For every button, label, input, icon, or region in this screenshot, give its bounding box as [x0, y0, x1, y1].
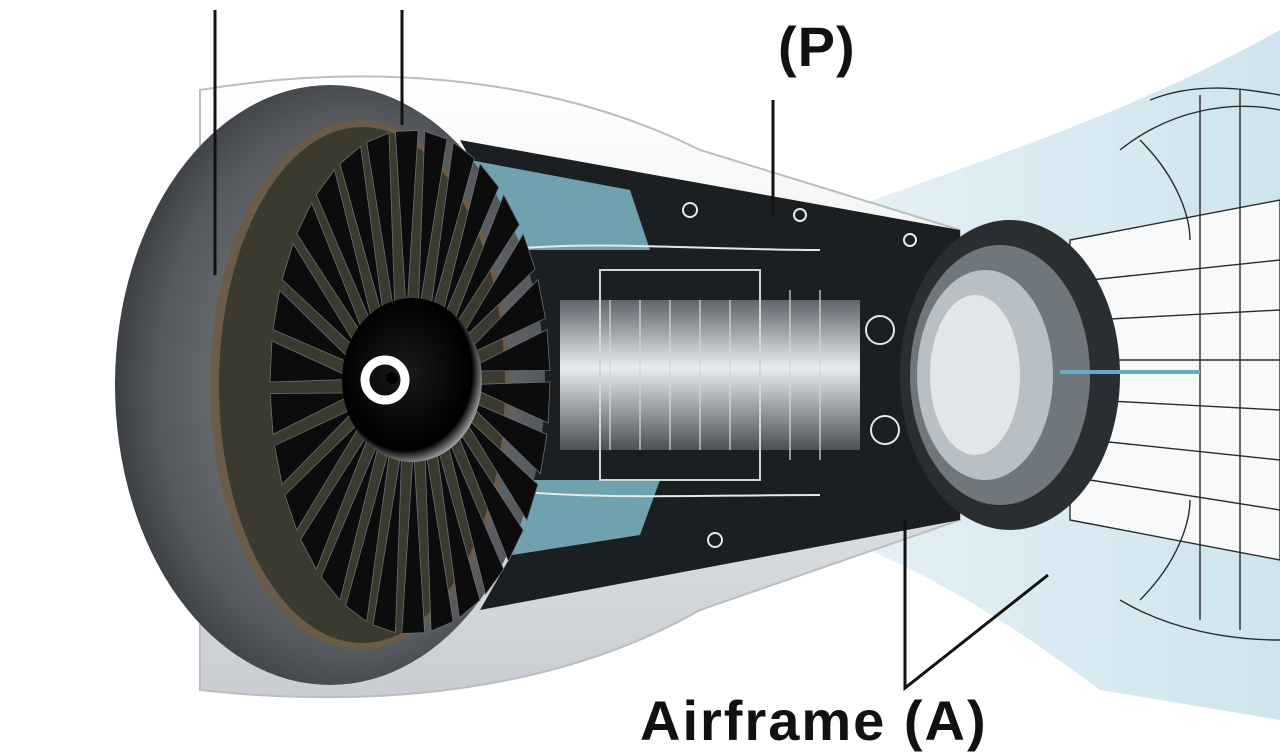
spiral-spinner-icon — [360, 355, 410, 405]
cutaway-section — [460, 140, 960, 610]
fan-blade — [424, 444, 454, 632]
fan-blade — [401, 446, 426, 634]
fan-blade — [339, 145, 385, 325]
fan-blade — [269, 340, 356, 383]
fan-blade — [428, 141, 475, 322]
fan-blade — [284, 417, 365, 532]
fan-blade — [439, 162, 500, 328]
fan-blade — [345, 442, 392, 623]
fan-blade — [272, 289, 358, 367]
fan-blade — [460, 278, 546, 359]
fan-blade — [366, 132, 396, 320]
fan-blade — [281, 242, 362, 354]
fan-blade — [455, 232, 536, 347]
fan-blade — [274, 405, 360, 486]
exhaust-rings — [900, 220, 1200, 530]
label-p: (P) — [778, 15, 856, 78]
fan-blade — [448, 193, 520, 336]
fan-blade — [464, 328, 551, 372]
fan-blade — [444, 431, 505, 596]
fan-blade — [462, 397, 548, 475]
spinner-hub — [342, 298, 482, 462]
fan-blade — [269, 392, 356, 436]
fan-blade — [296, 201, 368, 342]
fan-blade — [315, 168, 376, 333]
fan-blade — [372, 446, 403, 634]
fan-blade — [464, 381, 551, 424]
leader-lines — [213, 10, 1049, 692]
fan-blade — [300, 428, 372, 571]
label-airframe: Airframe (A) — [640, 689, 988, 752]
rear-wireframe-section — [1069, 87, 1280, 641]
fan-blade — [458, 410, 539, 522]
fan-blade — [435, 439, 481, 619]
fan-blade — [394, 130, 419, 318]
fan-blade — [452, 422, 524, 563]
fan-blades-icon — [269, 130, 551, 634]
jet-engine-cutaway-diagram — [115, 10, 1280, 720]
fan-blade — [320, 436, 381, 602]
fan-blade — [417, 130, 448, 318]
